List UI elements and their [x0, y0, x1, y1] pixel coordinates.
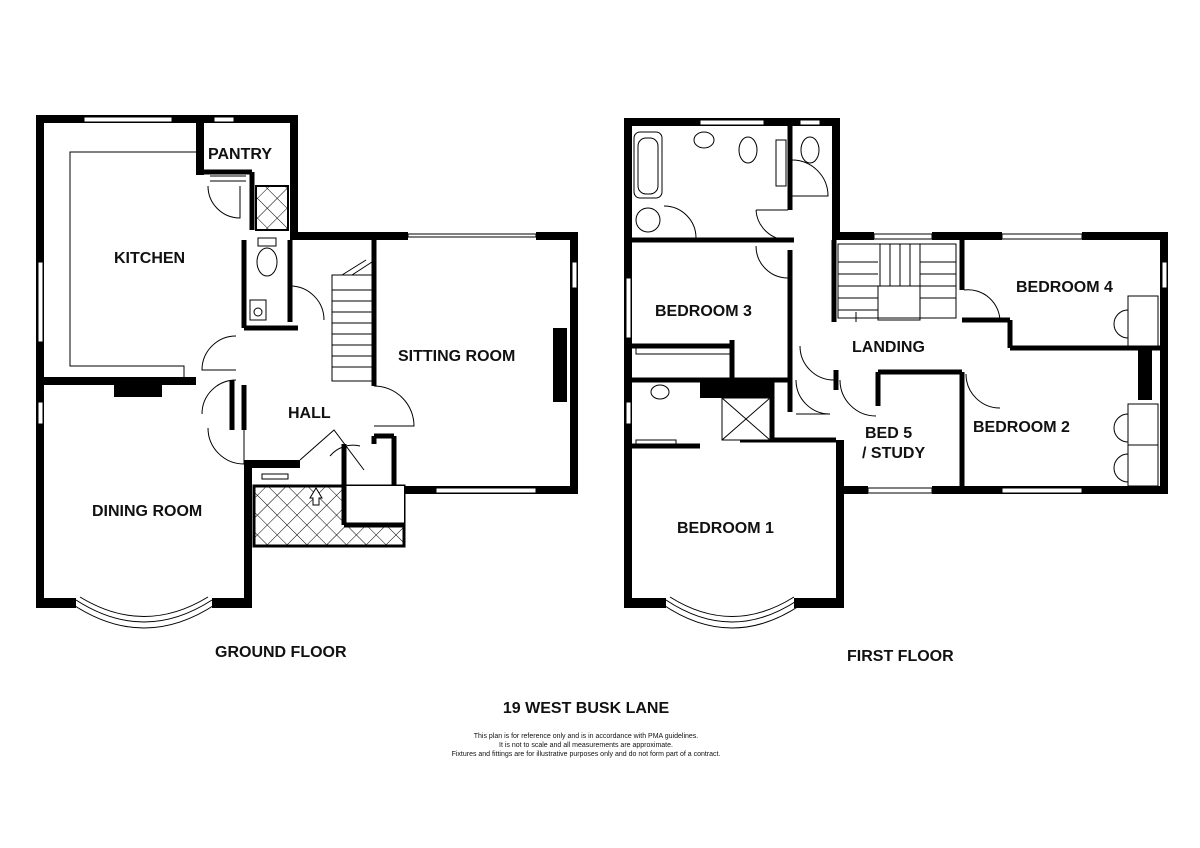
first-windows [625, 119, 1168, 494]
room-label-bed5: BED 5 [865, 425, 912, 442]
floor-title-first: FIRST FLOOR [847, 648, 954, 665]
disclaimer-line-2: It is not to scale and all measurements … [499, 742, 673, 749]
room-label-kitchen: KITCHEN [114, 250, 185, 267]
room-label-bedroom3: BEDROOM 3 [655, 303, 752, 320]
wardrobes [635, 295, 1159, 487]
first-exterior-walls [624, 118, 1168, 608]
floor-title-ground: GROUND FLOOR [215, 644, 347, 661]
disclaimer-line-3: Fixtures and fittings are for illustrati… [452, 751, 721, 758]
property-address: 19 WEST BUSK LANE [503, 700, 670, 717]
bathroom-fixtures [633, 131, 820, 441]
title-block: 19 WEST BUSK LANE This plan is for refer… [452, 700, 721, 758]
bedroom1-bay-window [661, 603, 803, 629]
room-label-sitting-room: SITTING ROOM [398, 348, 515, 365]
room-label-study: / STUDY [862, 445, 925, 462]
ground-interior-walls [196, 169, 397, 528]
utility-tiled-floor [255, 185, 289, 231]
ground-wc [249, 237, 278, 321]
ground-doors [201, 185, 415, 471]
kitchen-worktop [69, 151, 196, 381]
room-label-bedroom2: BEDROOM 2 [973, 419, 1070, 436]
disclaimer-line-1: This plan is for reference only and is i… [474, 733, 699, 740]
first-staircase [837, 243, 957, 322]
room-label-hall: HALL [288, 405, 331, 422]
room-label-pantry: PANTRY [208, 146, 272, 163]
ground-windows [37, 116, 578, 494]
ground-floor-plan: KITCHEN PANTRY HALL SITTING ROOM DINING … [36, 115, 578, 661]
room-label-bedroom1: BEDROOM 1 [677, 520, 774, 537]
room-label-dining-room: DINING ROOM [92, 503, 202, 520]
room-label-bedroom4: BEDROOM 4 [1016, 279, 1113, 296]
entrance-arrow-icon [309, 487, 323, 506]
first-floor-plan: BEDROOM 3 BEDROOM 4 LANDING BEDROOM 1 BE… [624, 118, 1168, 665]
dining-bay-window [71, 603, 217, 629]
ground-staircase [331, 259, 373, 382]
first-doors [663, 159, 1001, 417]
room-label-landing: LANDING [852, 339, 925, 356]
